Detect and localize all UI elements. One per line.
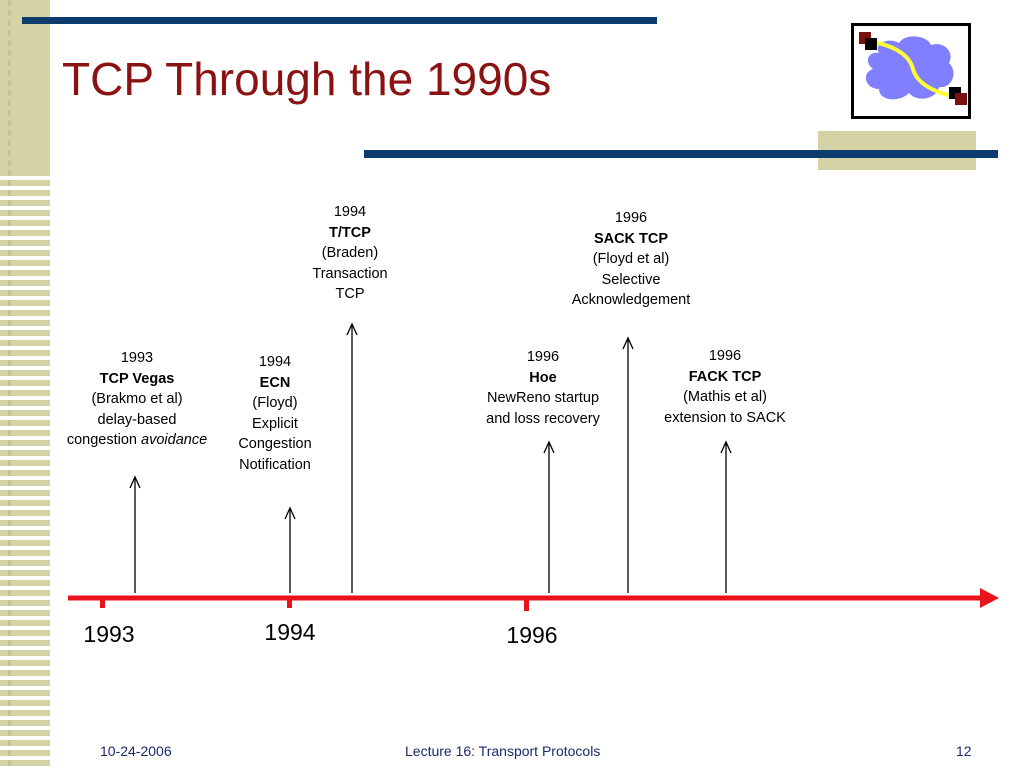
event-name: SACK TCP — [593, 230, 669, 247]
event-detail: (Braden) — [321, 245, 379, 261]
timeline-arrowhead — [980, 588, 999, 608]
event-year: 1996 — [708, 348, 742, 364]
event-detail: Congestion — [238, 436, 312, 452]
event-label-fack-tcp: 1996 FACK TCP (Mathis et al) extension t… — [664, 346, 786, 428]
year-tick-1993 — [100, 599, 105, 608]
event-arrow-ecn — [284, 506, 296, 593]
event-detail: TCP — [335, 286, 365, 302]
event-detail: (Floyd) — [252, 395, 298, 411]
event-name: FACK TCP — [688, 368, 762, 385]
event-name: TCP Vegas — [99, 370, 175, 387]
event-arrow-sack-tcp — [622, 336, 634, 593]
event-arrow-fack-tcp — [720, 440, 732, 593]
slide-number: 12 — [956, 743, 972, 759]
year-label-1996: 1996 — [506, 622, 558, 648]
event-arrow-tcp-vegas — [129, 475, 141, 593]
left-stripe-decoration — [0, 0, 50, 768]
event-label-tcp-vegas: 1993 TCP Vegas (Brakmo et al) delay-base… — [67, 348, 207, 451]
event-label-hoe: 1996 Hoe NewReno startup and loss recove… — [486, 347, 600, 429]
event-arrow-ttcp — [346, 322, 358, 593]
event-detail: (Mathis et al) — [683, 389, 767, 405]
year-tick-1996 — [524, 599, 529, 611]
year-tick-1994 — [287, 599, 292, 608]
event-label-ecn: 1994 ECN (Floyd) Explicit Congestion Not… — [238, 352, 311, 475]
event-year: 1993 — [120, 350, 154, 366]
event-detail: (Floyd et al) — [592, 251, 670, 267]
event-name: ECN — [259, 374, 291, 391]
event-detail: (Brakmo et al) — [91, 391, 183, 407]
event-detail: NewReno startup — [486, 390, 600, 406]
event-year: 1996 — [614, 210, 648, 226]
event-arrow-hoe — [543, 440, 555, 593]
event-label-sack-tcp: 1996 SACK TCP (Floyd et al) Selective Ac… — [572, 208, 691, 311]
footer-date: 10-24-2006 — [100, 743, 172, 759]
event-detail-emphasis: avoidance — [141, 432, 208, 448]
event-detail: Transaction — [312, 265, 388, 282]
event-year: 1996 — [526, 349, 560, 365]
event-year: 1994 — [258, 354, 292, 370]
event-name: Hoe — [529, 369, 557, 386]
event-year: 1994 — [333, 204, 367, 220]
footer-lecture-title: Lecture 16: Transport Protocols — [405, 743, 601, 759]
event-detail: congestion — [66, 432, 142, 448]
event-detail: Explicit — [252, 415, 298, 432]
network-cloud-icon — [851, 23, 971, 119]
event-detail: Selective — [601, 271, 661, 288]
event-detail: Notification — [239, 456, 311, 473]
event-detail: Acknowledgement — [571, 292, 691, 308]
top-bar — [22, 17, 657, 24]
event-name: T/TCP — [329, 224, 371, 241]
event-detail: and loss recovery — [486, 410, 600, 427]
event-label-ttcp: 1994 T/TCP (Braden) Transaction TCP — [312, 202, 387, 305]
event-detail: delay-based — [97, 411, 177, 428]
year-label-1993: 1993 — [83, 621, 135, 647]
event-detail: extension to SACK — [664, 409, 786, 426]
page-title: TCP Through the 1990s — [62, 53, 552, 105]
title-underline-bar — [364, 150, 998, 158]
year-label-1994: 1994 — [264, 619, 316, 645]
